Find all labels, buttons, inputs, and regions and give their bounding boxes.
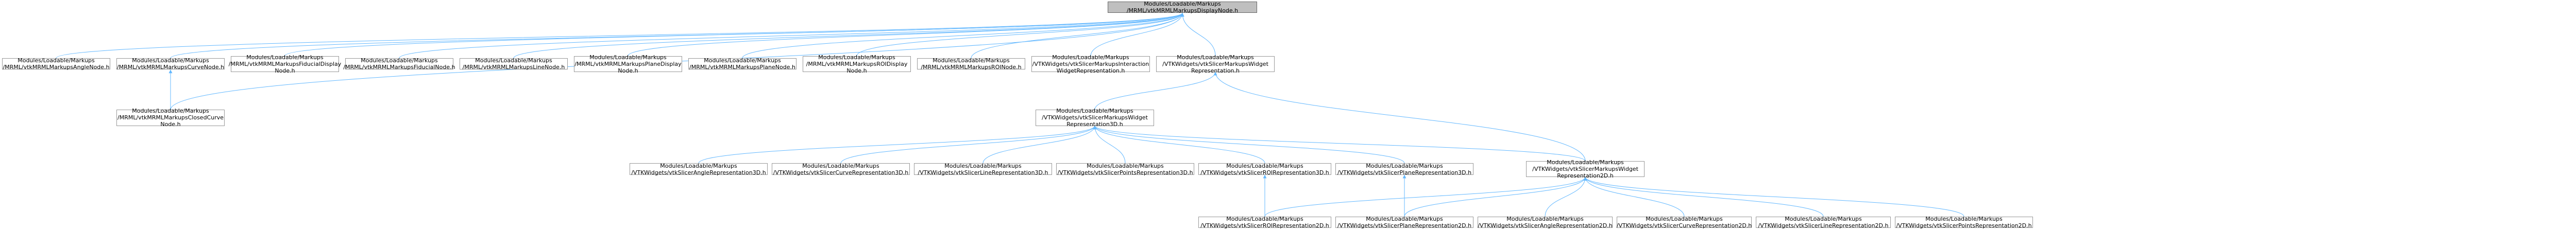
node-angle-representation-3d[interactable]: Modules/Loadable/Markups /VTKWidgets/vtk… [630, 163, 768, 176]
node-angle-representation-2d[interactable]: Modules/Loadable/Markups /VTKWidgets/vtk… [1478, 215, 1613, 229]
node-markups-fiducial-node[interactable]: Modules/Loadable/Markups /MRML/vtkMRMLMa… [343, 57, 455, 71]
edge-n16-to-n13 [840, 126, 1097, 164]
node-roi-representation-2d[interactable]: Modules/Loadable/Markups /VTKWidgets/vtk… [1198, 216, 1331, 229]
edge-n14-to-n13 [1093, 126, 1586, 162]
node-line-representation-3d[interactable]: Modules/Loadable/Markups /VTKWidgets/vtk… [914, 163, 1052, 176]
node-markups-widget-representation[interactable]: Modules/Loadable/Markups /VTKWidgets/vtk… [1156, 54, 1275, 74]
node-plane-representation-2d[interactable]: Modules/Loadable/Markups /VTKWidgets/vtk… [1335, 216, 1473, 229]
edge-n25-to-n14 [1583, 177, 1824, 217]
node-points-representation-2d[interactable]: Modules/Loadable/Markups /VTKWidgets/vtk… [1895, 216, 2033, 229]
edge-n17-to-n13 [982, 126, 1097, 164]
edge-n8-to-root [856, 13, 1184, 56]
edge-n10-to-root [1090, 13, 1184, 56]
edge-n26-to-n14 [1583, 176, 1964, 217]
edge-n19-to-n13 [1093, 126, 1265, 164]
node-curve-representation-2d[interactable]: Modules/Loadable/Markups /VTKWidgets/vtk… [1616, 215, 1752, 229]
node-markups-widget-representation-3d[interactable]: Modules/Loadable/Markups /VTKWidgets/vtk… [1036, 108, 1154, 128]
edge-n15-to-n13 [698, 126, 1097, 164]
node-markups-angle-node[interactable]: Modules/Loadable/Markups /MRML/vtkMRMLMa… [2, 57, 110, 71]
node-markups-curve-node[interactable]: Modules/Loadable/Markups /MRML/vtkMRMLMa… [116, 57, 225, 71]
node-markups-closed-curve-node[interactable]: Modules/Loadable/Markups /MRML/vtkMRMLMa… [116, 108, 225, 128]
edge-n18-to-n13 [1093, 126, 1126, 164]
node-root[interactable]: Modules/Loadable/Markups /MRML/vtkMRMLMa… [1108, 1, 1257, 14]
node-line-representation-2d[interactable]: Modules/Loadable/Markups /VTKWidgets/vtk… [1756, 216, 1891, 229]
node-markups-line-node[interactable]: Modules/Loadable/Markups /MRML/vtkMRMLMa… [460, 57, 568, 70]
node-roi-representation-3d[interactable]: Modules/Loadable/Markups /VTKWidgets/vtk… [1198, 163, 1331, 176]
edge-n22-to-n14 [1404, 177, 1587, 217]
edge-n23-to-n14 [1545, 177, 1587, 217]
node-markups-plane-node[interactable]: Modules/Loadable/Markups /MRML/vtkMRMLMa… [688, 57, 796, 70]
edge-n21-to-n14 [1264, 176, 1587, 217]
edge-n20-to-n13 [1093, 126, 1405, 164]
edge-n24-to-n14 [1583, 177, 1685, 217]
edge-n13-to-n11 [1094, 72, 1217, 110]
edge-n7-to-root [742, 13, 1184, 59]
node-markups-roi-display-node[interactable]: Modules/Loadable/Markups /MRML/vtkMRMLMa… [803, 54, 911, 74]
node-markups-fiducial-display-node[interactable]: Modules/Loadable/Markups /MRML/vtkMRMLMa… [228, 54, 342, 74]
node-markups-interaction-widget-representation[interactable]: Modules/Loadable/Markups /VTKWidgets/vtk… [1031, 54, 1150, 74]
edge-n3-to-root [284, 12, 1184, 56]
node-markups-plane-display-node[interactable]: Modules/Loadable/Markups /MRML/vtkMRMLMa… [574, 54, 682, 74]
node-plane-representation-3d[interactable]: Modules/Loadable/Markups /VTKWidgets/vtk… [1335, 163, 1473, 176]
edge-n1-to-root [56, 12, 1184, 59]
edge-n11-to-root [1180, 13, 1216, 56]
edge-n14-to-n11 [1213, 72, 1586, 161]
node-markups-roi-node[interactable]: Modules/Loadable/Markups /MRML/vtkMRMLMa… [917, 57, 1025, 70]
node-markups-widget-representation-2d[interactable]: Modules/Loadable/Markups /VTKWidgets/vtk… [1526, 159, 1645, 179]
node-points-representation-3d[interactable]: Modules/Loadable/Markups /VTKWidgets/vtk… [1056, 163, 1194, 176]
node-curve-representation-3d[interactable]: Modules/Loadable/Markups /VTKWidgets/vtk… [772, 163, 910, 176]
edge-n5-to-root [513, 12, 1184, 59]
edge-n6-to-root [628, 13, 1184, 56]
edge-n4-to-root [399, 12, 1184, 59]
